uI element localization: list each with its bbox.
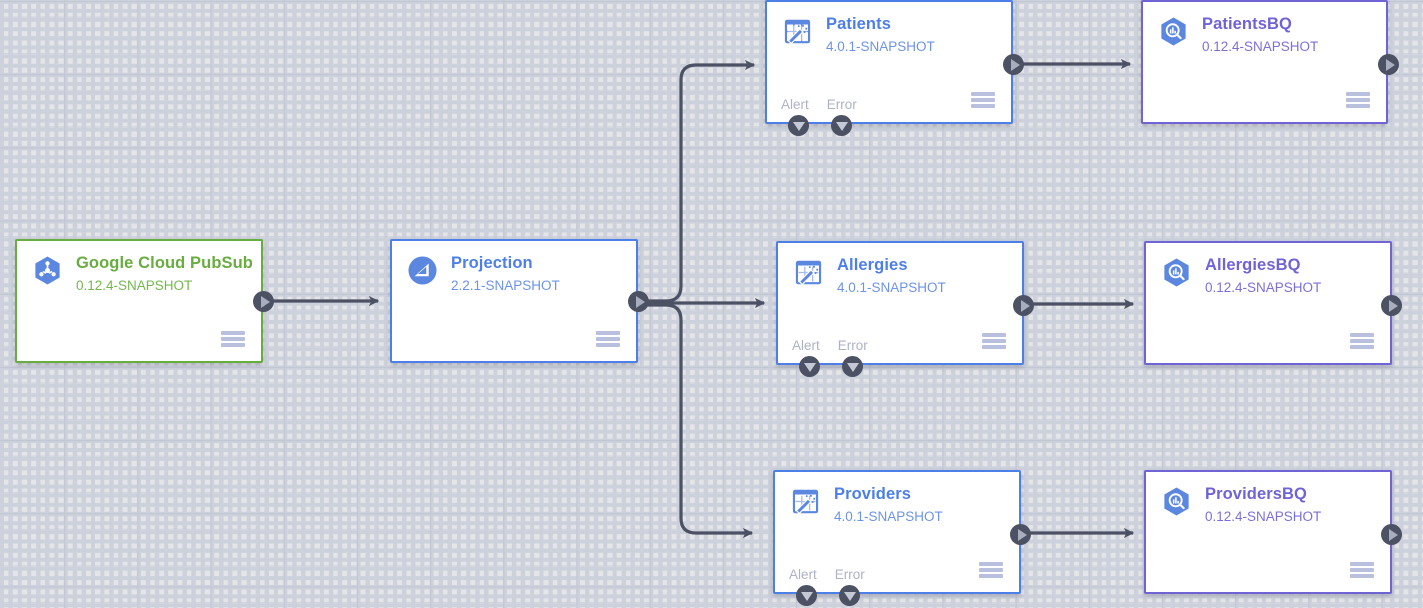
node-header: Google Cloud PubSub 0.12.4-SNAPSHOT <box>17 241 261 295</box>
node-version: 0.12.4-SNAPSHOT <box>1205 509 1322 524</box>
output-port-allergiesbq[interactable] <box>1381 295 1402 316</box>
node-title: Allergies <box>837 256 908 274</box>
node-title: Providers <box>834 485 912 503</box>
error-port-label: Error <box>834 567 865 582</box>
node-text: PatientsBQ 0.12.4-SNAPSHOT <box>1202 14 1318 56</box>
node-providersbq[interactable]: ProvidersBQ 0.12.4-SNAPSHOT <box>1144 470 1392 594</box>
node-header: AllergiesBQ 0.12.4-SNAPSHOT <box>1146 243 1390 297</box>
node-title: Patients <box>826 15 891 33</box>
node-patients[interactable]: Patients 4.0.1-SNAPSHOT Alert Error <box>765 0 1013 124</box>
node-header: Providers 4.0.1-SNAPSHOT <box>775 472 1019 526</box>
node-title: AllergiesBQ <box>1205 256 1301 274</box>
error-port-patients[interactable] <box>831 115 852 136</box>
output-port-allergies[interactable] <box>1013 295 1034 316</box>
node-version: 0.12.4-SNAPSHOT <box>1205 280 1322 295</box>
node-header: Allergies 4.0.1-SNAPSHOT <box>778 243 1022 297</box>
node-header: Patients 4.0.1-SNAPSHOT <box>767 2 1011 56</box>
node-menu-icon[interactable] <box>979 562 1003 578</box>
node-header: ProvidersBQ 0.12.4-SNAPSHOT <box>1146 472 1390 526</box>
node-title: Projection <box>451 254 533 272</box>
error-port-label: Error <box>826 97 857 112</box>
node-menu-icon[interactable] <box>1350 333 1374 349</box>
node-text: AllergiesBQ 0.12.4-SNAPSHOT <box>1205 255 1321 297</box>
node-version: 4.0.1-SNAPSHOT <box>837 280 946 295</box>
projection-circle-icon <box>406 254 439 287</box>
node-menu-icon[interactable] <box>1346 92 1370 108</box>
node-text: Google Cloud PubSub 0.12.4-SNAPSHOT <box>76 253 253 295</box>
node-menu-icon[interactable] <box>982 333 1006 349</box>
node-version: 4.0.1-SNAPSHOT <box>834 509 943 524</box>
node-title: PatientsBQ <box>1202 15 1292 33</box>
node-text: Providers 4.0.1-SNAPSHOT <box>834 484 943 526</box>
alert-port-patients[interactable] <box>788 115 809 136</box>
node-text: Patients 4.0.1-SNAPSHOT <box>826 14 935 56</box>
node-port-labels: Alert Error <box>789 567 865 583</box>
node-text: Allergies 4.0.1-SNAPSHOT <box>837 255 946 297</box>
wrangler-transform-icon <box>781 15 814 48</box>
node-google-cloud-pubsub[interactable]: Google Cloud PubSub 0.12.4-SNAPSHOT <box>15 239 263 363</box>
error-port-label: Error <box>837 338 868 353</box>
alert-port-providers[interactable] <box>796 585 817 606</box>
alert-port-allergies[interactable] <box>799 356 820 377</box>
node-menu-icon[interactable] <box>1350 562 1374 578</box>
node-providers[interactable]: Providers 4.0.1-SNAPSHOT Alert Error <box>773 470 1021 594</box>
bigquery-hexagon-icon <box>1160 256 1193 289</box>
node-port-labels: Alert Error <box>781 97 857 113</box>
output-port-google-cloud-pubsub[interactable] <box>253 291 274 312</box>
output-port-patientsbq[interactable] <box>1378 54 1399 75</box>
node-version: 0.12.4-SNAPSHOT <box>1202 39 1319 54</box>
node-menu-icon[interactable] <box>971 92 995 108</box>
node-version: 0.12.4-SNAPSHOT <box>76 278 193 293</box>
node-version: 2.2.1-SNAPSHOT <box>451 278 560 293</box>
node-text: Projection 2.2.1-SNAPSHOT <box>451 253 560 295</box>
output-port-projection[interactable] <box>628 291 649 312</box>
alert-port-label: Alert <box>789 567 817 582</box>
output-port-patients[interactable] <box>1003 54 1024 75</box>
node-patientsbq[interactable]: PatientsBQ 0.12.4-SNAPSHOT <box>1141 0 1388 124</box>
node-allergies[interactable]: Allergies 4.0.1-SNAPSHOT Alert Error <box>776 241 1024 365</box>
node-port-labels: Alert Error <box>792 338 868 354</box>
alert-port-label: Alert <box>792 338 820 353</box>
error-port-allergies[interactable] <box>842 356 863 377</box>
alert-port-label: Alert <box>781 97 809 112</box>
node-version: 4.0.1-SNAPSHOT <box>826 39 935 54</box>
output-port-providersbq[interactable] <box>1381 524 1402 545</box>
node-allergiesbq[interactable]: AllergiesBQ 0.12.4-SNAPSHOT <box>1144 241 1392 365</box>
output-port-providers[interactable] <box>1010 524 1031 545</box>
bigquery-hexagon-icon <box>1160 485 1193 518</box>
node-header: Projection 2.2.1-SNAPSHOT <box>392 241 636 295</box>
node-header: PatientsBQ 0.12.4-SNAPSHOT <box>1143 2 1386 56</box>
edge-projection-patients <box>645 59 756 303</box>
node-menu-icon[interactable] <box>221 331 245 347</box>
edge-projection-providers <box>645 303 754 539</box>
error-port-providers[interactable] <box>839 585 860 606</box>
node-text: ProvidersBQ 0.12.4-SNAPSHOT <box>1205 484 1321 526</box>
node-title: ProvidersBQ <box>1205 485 1307 503</box>
node-projection[interactable]: Projection 2.2.1-SNAPSHOT <box>390 239 638 363</box>
pubsub-hexagon-icon <box>31 254 64 287</box>
node-menu-icon[interactable] <box>596 331 620 347</box>
node-title: Google Cloud PubSub <box>76 254 253 272</box>
wrangler-transform-icon <box>792 256 825 289</box>
bigquery-hexagon-icon <box>1157 15 1190 48</box>
wrangler-transform-icon <box>789 485 822 518</box>
